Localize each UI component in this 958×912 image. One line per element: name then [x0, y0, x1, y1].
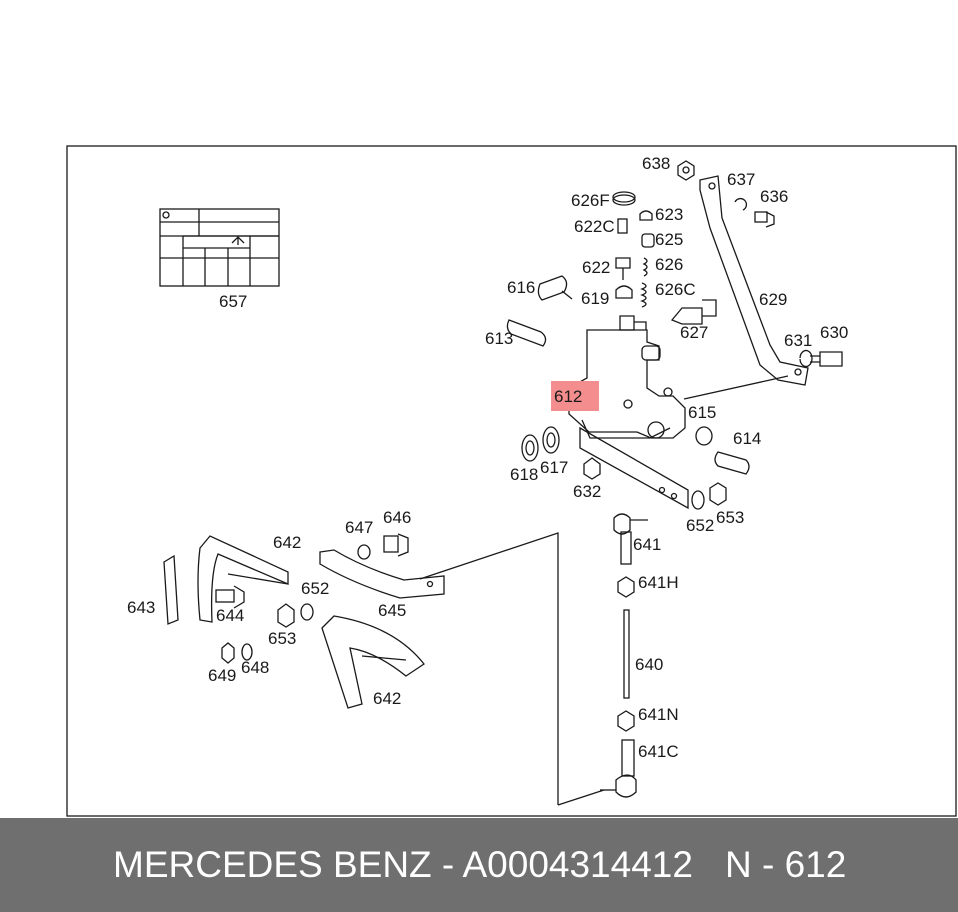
callout-641n: 641N [638, 705, 679, 724]
callout-615: 615 [688, 403, 717, 422]
callout-637: 637 [727, 170, 756, 189]
callout-648: 648 [241, 658, 270, 677]
callout-643: 643 [127, 598, 156, 617]
callout-617: 617 [540, 458, 569, 477]
callout-647: 647 [345, 518, 374, 537]
callout-629: 629 [759, 290, 788, 309]
callout-616: 616 [507, 278, 536, 297]
footer-reference: N - 612 [725, 844, 847, 885]
callout-638: 638 [642, 154, 671, 173]
callout-619: 619 [581, 289, 610, 308]
callout-626: 626 [655, 255, 684, 274]
lower-bracket-assembly [163, 533, 445, 709]
pins [506, 275, 750, 475]
callout-612: 612 [554, 387, 583, 406]
callout-641h: 641H [638, 573, 679, 592]
callout-641c: 641C [638, 742, 679, 761]
callout-641: 641 [633, 535, 662, 554]
callout-625: 625 [655, 230, 684, 249]
footer-bar: MERCEDES BENZ - A0004314412 N - 612 [0, 818, 958, 912]
bracket-629 [699, 175, 809, 386]
callout-649: 649 [208, 666, 237, 685]
callout-642-upper: 642 [273, 533, 302, 552]
linkage-rod [600, 513, 648, 798]
valve-assembly-612 [568, 315, 686, 439]
callout-631: 631 [784, 331, 813, 350]
footer-part-number: MERCEDES BENZ - A0004314412 [113, 844, 693, 885]
callout-622: 622 [582, 258, 611, 277]
callout-652-right: 652 [686, 516, 715, 535]
callout-623: 623 [655, 205, 684, 224]
callout-645: 645 [378, 601, 407, 620]
callout-632: 632 [573, 482, 602, 501]
callout-642-lower: 642 [373, 689, 402, 708]
diagram-drawing [66, 145, 957, 817]
label-plate-657 [159, 208, 280, 287]
callout-614: 614 [733, 429, 762, 448]
callout-657: 657 [219, 292, 248, 311]
callout-640: 640 [635, 655, 664, 674]
lever-arm [579, 426, 689, 510]
callout-644: 644 [216, 606, 245, 625]
upper-small-parts [612, 160, 775, 325]
callout-646: 646 [383, 508, 412, 527]
callout-630: 630 [820, 323, 849, 342]
callout-626f: 626F [571, 191, 610, 210]
callout-622c: 622C [574, 217, 615, 236]
highlight-612 [551, 381, 599, 411]
callout-653-left: 653 [268, 629, 297, 648]
callout-636: 636 [760, 187, 789, 206]
callout-653-right: 653 [716, 508, 745, 527]
callout-613: 613 [485, 329, 514, 348]
leader-lines [419, 375, 789, 806]
callout-652-left: 652 [301, 579, 330, 598]
callout-626c: 626C [655, 280, 696, 299]
callout-627: 627 [680, 323, 709, 342]
callout-618: 618 [510, 465, 539, 484]
washers-and-nuts [521, 349, 843, 510]
diagram-frame [66, 145, 957, 817]
parts-diagram: 638 637 636 626F 623 622C 625 622 626 61… [66, 145, 957, 817]
